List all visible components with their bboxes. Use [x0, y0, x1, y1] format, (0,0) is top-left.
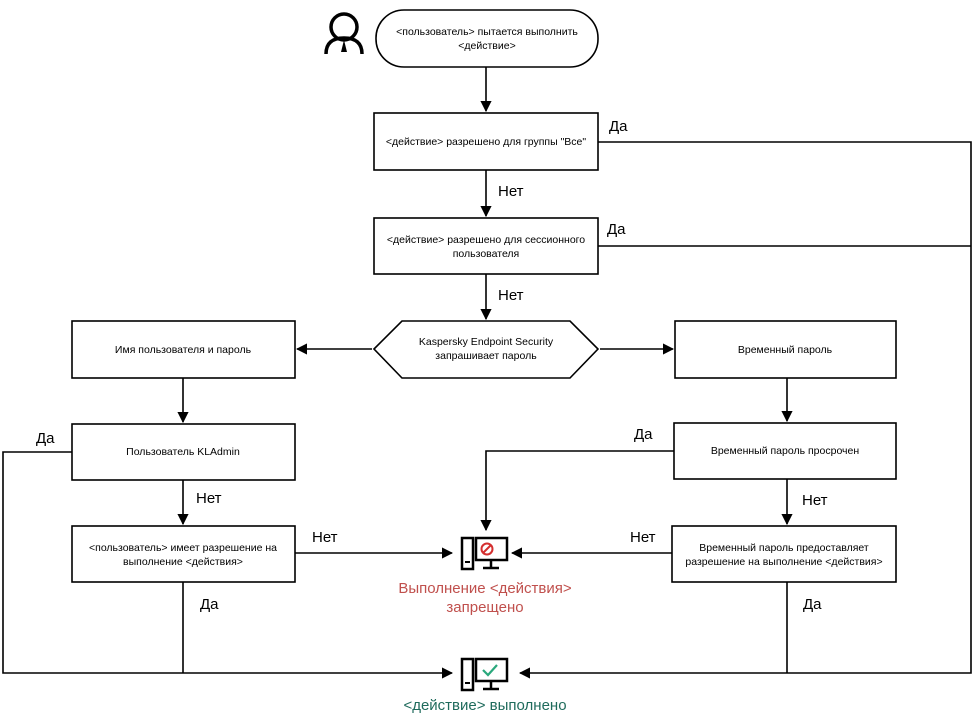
kladmin-user-node: Пользователь KLAdmin	[71, 423, 296, 481]
start-node: <пользователь> пытается выполнить <дейст…	[375, 9, 599, 68]
allowed-all-node: <действие> разрешено для группы "Все"	[373, 112, 599, 171]
denied-label-1: Выполнение <действия>	[398, 580, 572, 597]
kladmin-user-text: Пользователь KLAdmin	[126, 446, 240, 458]
temp-password-node: Временный пароль	[674, 320, 897, 379]
label-no-kladmin: Нет	[196, 490, 222, 507]
kes-prompt-node: Kaspersky Endpoint Security запрашивает …	[372, 320, 600, 379]
allowed-label: <действие> выполнено	[403, 697, 566, 714]
kes-prompt-text-2: запрашивает пароль	[435, 350, 537, 362]
label-yes-grants: Да	[803, 596, 822, 613]
user-icon	[324, 12, 364, 55]
temp-password-text: Временный пароль	[738, 344, 833, 356]
computer-denied-icon	[460, 536, 509, 571]
username-password-node: Имя пользователя и пароль	[71, 320, 296, 379]
edge-kladmin-to-success	[2, 451, 454, 679]
temp-expired-node: Временный пароль просрочен	[673, 422, 897, 480]
label-yes-permission: Да	[200, 596, 219, 613]
start-text-1: <пользователь> пытается выполнить	[396, 26, 578, 38]
user-permission-node: <пользователь> имеет разрешение на выпол…	[71, 525, 296, 583]
label-yes-expired: Да	[634, 426, 653, 443]
label-yes-session: Да	[607, 221, 626, 238]
label-no-permission: Нет	[312, 529, 338, 546]
edge-expired-to-denied	[480, 450, 674, 532]
computer-allowed-icon	[460, 657, 509, 692]
label-no-grants: Нет	[630, 529, 656, 546]
temp-expired-text: Временный пароль просрочен	[711, 445, 860, 457]
label-no-session: Нет	[498, 287, 524, 304]
temp-grants-text-2: разрешение на выполнение <действия>	[685, 556, 882, 568]
temp-grants-node: Временный пароль предоставляет разрешени…	[671, 525, 897, 583]
temp-grants-text-1: Временный пароль предоставляет	[699, 542, 869, 554]
denied-label-2: запрещено	[446, 599, 523, 616]
label-yes-all: Да	[609, 118, 628, 135]
allowed-session-node: <действие> разрешено для сессионного пол…	[373, 217, 599, 275]
label-no-all: Нет	[498, 183, 524, 200]
allowed-all-text: <действие> разрешено для группы "Все"	[386, 136, 587, 148]
allowed-session-text-2: пользователя	[453, 248, 520, 260]
label-no-expired: Нет	[802, 492, 828, 509]
username-password-text: Имя пользователя и пароль	[115, 344, 252, 356]
start-text-2: <действие>	[458, 40, 515, 52]
allowed-session-text-1: <действие> разрешено для сессионного	[387, 234, 585, 246]
kes-prompt-text-1: Kaspersky Endpoint Security	[419, 336, 554, 348]
label-yes-kladmin: Да	[36, 430, 55, 447]
user-permission-text-2: выполнение <действия>	[123, 556, 243, 568]
edge-allowed-to-success	[518, 141, 972, 679]
user-permission-text-1: <пользователь> имеет разрешение на	[89, 542, 277, 554]
